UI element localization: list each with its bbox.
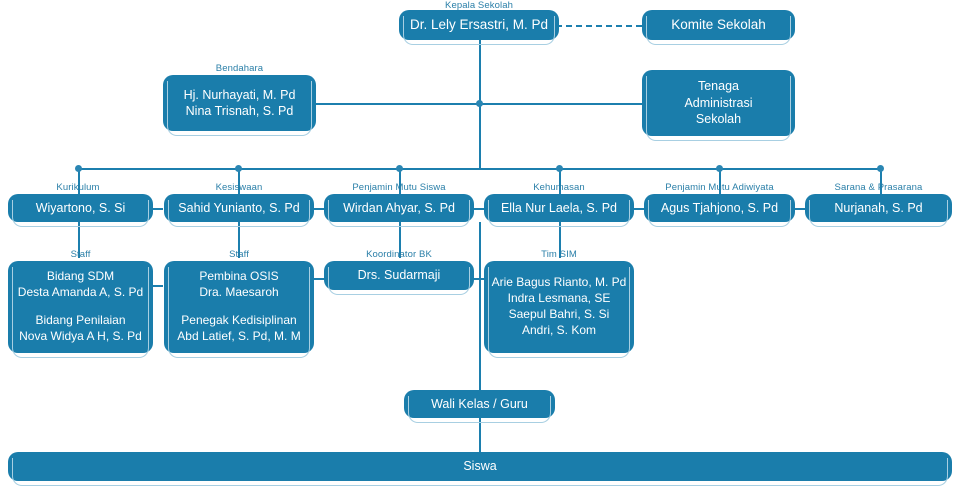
node-kepala-sekolah-name: Dr. Lely Ersastri, M. Pd [409,17,549,33]
stub-staff-1-2 [153,285,163,287]
caption-koordinator-bk: Koordinator BK [366,249,432,260]
caption-department-penjamin-mutu-siswa: Penjamin Mutu Siswa [352,182,446,193]
bus-dot-5 [716,165,723,172]
node-kepala-sekolah[interactable]: Dr. Lely Ersastri, M. Pd [399,10,559,45]
node-bendahara[interactable]: Hj. Nurhayati, M. Pd Nina Trisnah, S. Pd [163,75,316,136]
node-department-penjamin-mutu-siswa[interactable]: Wirdan Ahyar, S. Pd [324,194,474,227]
stub-dept-1-2 [153,208,163,210]
node-tenaga-administrasi-line1: Tenaga [697,79,739,94]
caption-department-kehumasan: Kehumasan [533,182,585,193]
connector-spine-mid [479,100,481,169]
caption-department-kesiswaan: Kesiswaan [215,182,263,193]
node-tim-sim-l1: Arie Bagus Rianto, M. Pd [491,275,627,290]
node-wali-kelas-guru[interactable]: Wali Kelas / Guru [404,390,555,423]
drop-staff-2 [238,222,240,258]
drop-staff-4 [559,222,561,258]
bus-dot-6 [877,165,884,172]
stub-dept-3-4 [474,208,484,210]
node-department-sarana-prasarana[interactable]: Nurjanah, S. Pd [805,194,952,227]
drop-dept-5 [719,168,721,196]
node-tenaga-administrasi[interactable]: Tenaga Administrasi Sekolah [642,70,795,141]
stub-staff-2-3 [314,278,324,280]
node-komite-sekolah[interactable]: Komite Sekolah [642,10,795,45]
connector-spine-bottom [479,418,481,452]
node-staff-kurikulum[interactable]: Bidang SDM Desta Amanda A, S. Pd Bidang … [8,261,153,358]
node-department-penjamin-mutu-adiwiyata[interactable]: Agus Tjahjono, S. Pd [644,194,795,227]
junction-dot-row2 [476,100,483,107]
node-department-kurikulum[interactable]: Wiyartono, S. Si [8,194,153,227]
node-tenaga-administrasi-line2: Administrasi [684,95,753,110]
node-staff-kesiswaan-l4: Abd Latief, S. Pd, M. M [177,328,301,343]
connector-spine-lower [479,222,481,392]
node-koordinator-bk[interactable]: Drs. Sudarmaji [324,261,474,295]
drop-staff-3 [399,222,401,258]
stub-dept-5-6 [795,208,805,210]
drop-staff-1 [78,222,80,258]
node-staff-kesiswaan-l3: Penegak Kedisiplinan [181,313,297,327]
node-tim-sim-l4: Andri, S. Kom [521,322,597,337]
stub-dept-4-5 [634,208,644,210]
caption-department-penjamin-mutu-adiwiyata: Penjamin Mutu Adiwiyata [665,182,774,193]
node-komite-sekolah-name: Komite Sekolah [671,17,766,33]
node-siswa[interactable]: Siswa [8,452,952,486]
drop-dept-3 [399,168,401,196]
caption-kepala-sekolah: Kepala Sekolah [445,0,513,11]
connector-bus-departments [78,168,881,170]
node-department-kesiswaan[interactable]: Sahid Yunianto, S. Pd [164,194,314,227]
bus-dot-1 [75,165,82,172]
node-tim-sim-l3: Saepul Bahri, S. Si [508,307,610,321]
drop-dept-6 [880,168,882,196]
node-department-penjamin-mutu-siswa-name: Wirdan Ahyar, S. Pd [343,200,455,215]
node-staff-kesiswaan-l2: Dra. Maesaroh [199,285,279,300]
node-staff-kesiswaan-l1: Pembina OSIS [199,269,279,284]
node-staff-kurikulum-l1: Bidang SDM [46,269,115,284]
caption-staff-kesiswaan: Staff [229,249,249,260]
node-department-sarana-prasarana-name: Nurjanah, S. Pd [834,200,923,215]
node-department-kehumasan[interactable]: Ella Nur Laela, S. Pd [484,194,634,227]
node-siswa-name: Siswa [463,459,497,474]
stub-dept-2-3 [314,208,324,210]
caption-staff-kurikulum: Staff [70,249,91,260]
bus-dot-3 [396,165,403,172]
node-department-penjamin-mutu-adiwiyata-name: Agus Tjahjono, S. Pd [660,200,779,215]
node-staff-kurikulum-l4: Nova Widya A H, S. Pd [19,328,142,343]
node-bendahara-line2: Nina Trisnah, S. Pd [185,104,294,118]
node-department-kurikulum-name: Wiyartono, S. Si [35,200,126,215]
node-staff-kesiswaan[interactable]: Pembina OSIS Dra. Maesaroh Penegak Kedis… [164,261,314,358]
bus-dot-2 [235,165,242,172]
stub-staff-3-4 [474,278,484,280]
node-bendahara-line1: Hj. Nurhayati, M. Pd [183,87,296,102]
node-tim-sim-l2: Indra Lesmana, SE [507,291,611,306]
node-tenaga-administrasi-line3: Sekolah [695,112,742,127]
drop-dept-4 [559,168,561,196]
caption-department-sarana-prasarana: Sarana & Prasarana [834,182,923,193]
node-department-kehumasan-name: Ella Nur Laela, S. Pd [500,200,618,215]
node-tim-sim[interactable]: Arie Bagus Rianto, M. Pd Indra Lesmana, … [484,261,634,358]
node-staff-kurikulum-l2: Desta Amanda A, S. Pd [17,285,144,300]
connector-spine-top [479,40,481,100]
bus-dot-4 [556,165,563,172]
node-department-kesiswaan-name: Sahid Yunianto, S. Pd [178,200,300,215]
caption-department-kurikulum: Kurikulum [56,182,100,193]
drop-dept-2 [238,168,240,196]
caption-bendahara: Bendahara [215,63,264,74]
caption-tim-sim: Tim SIM [541,249,577,260]
node-staff-kurikulum-l3: Bidang Penilaian [35,313,126,327]
connector-dashed-komite [556,25,642,27]
drop-dept-1 [78,168,80,196]
node-koordinator-bk-l1: Drs. Sudarmaji [357,268,441,283]
node-wali-kelas-guru-name: Wali Kelas / Guru [431,396,528,411]
